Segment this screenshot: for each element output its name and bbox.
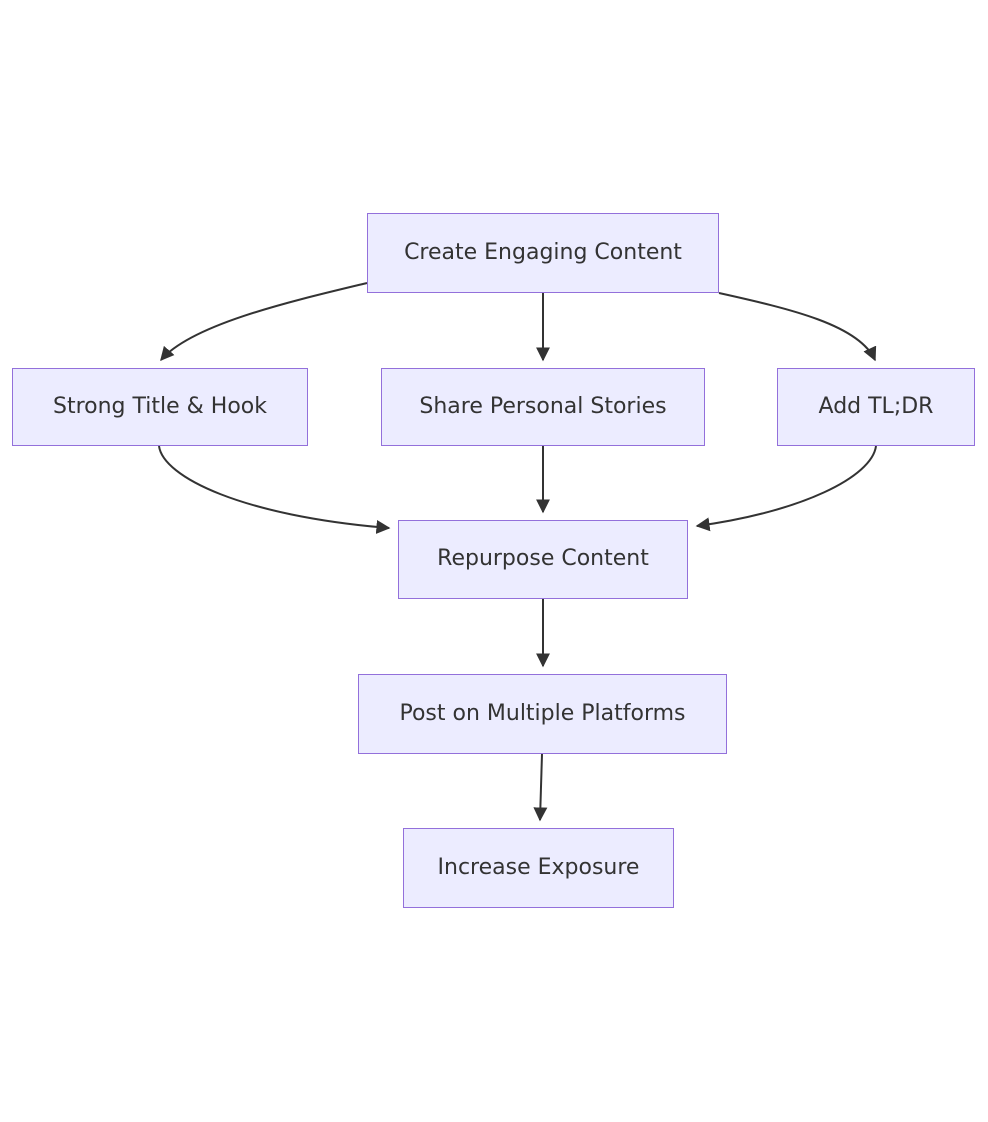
node-label: Share Personal Stories (419, 393, 667, 419)
node-strong-title-hook: Strong Title & Hook (12, 368, 308, 446)
node-share-personal-stories: Share Personal Stories (381, 368, 705, 446)
node-label: Repurpose Content (437, 546, 649, 572)
node-repurpose-content: Repurpose Content (398, 520, 688, 599)
node-increase-exposure: Increase Exposure (403, 828, 674, 908)
node-label: Strong Title & Hook (52, 393, 267, 419)
node-create-engaging-content: Create Engaging Content (367, 213, 719, 293)
edge-create-to-tldr (718, 292, 877, 362)
node-label: Post on Multiple Platforms (399, 700, 686, 726)
node-label: Create Engaging Content (404, 239, 682, 265)
edge-platforms-to-exposure (533, 753, 548, 822)
edge-tldr-to-repurpose (695, 445, 877, 532)
node-label: Increase Exposure (437, 854, 640, 880)
node-post-on-multiple-platforms: Post on Multiple Platforms (358, 674, 727, 754)
edge-titlehook-to-repurpose (158, 445, 391, 534)
node-label: Add TL;DR (818, 393, 934, 419)
node-add-tldr: Add TL;DR (777, 368, 975, 446)
edge-create-to-titlehook (160, 282, 368, 362)
